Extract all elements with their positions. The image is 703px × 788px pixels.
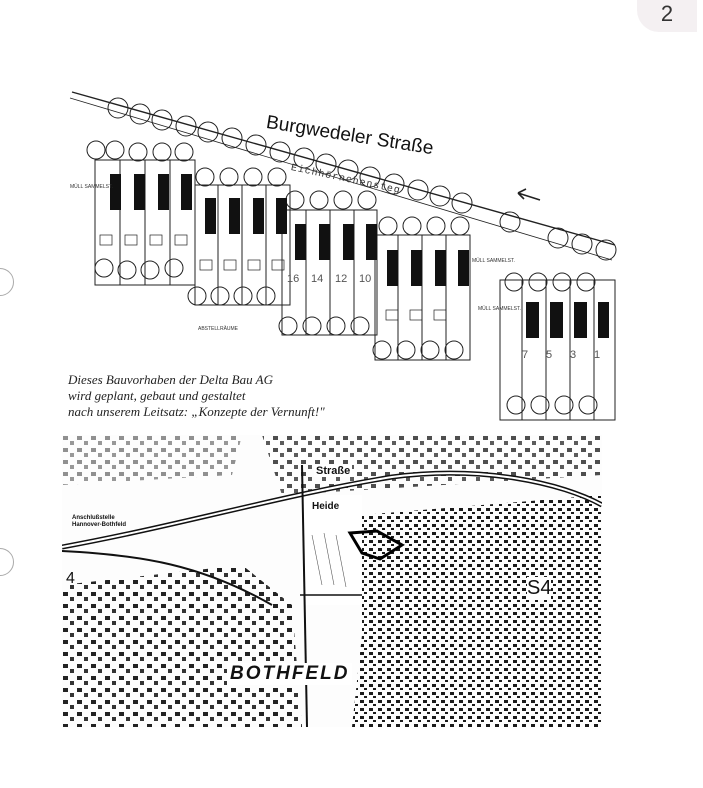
house-number: 14	[311, 273, 323, 285]
caption-line: Dieses Bauvorhaben der Delta Bau AG	[68, 372, 273, 387]
location-map: Anschlußstelle Hannover-Bothfeld Straße …	[62, 435, 602, 727]
map-drawing	[62, 435, 602, 727]
caption-line: wird geplant, gebaut und gestaltet	[68, 388, 246, 403]
site-plan-drawing: 16 14 12 10 7 5 3 1 MÜLL SAMMELST. MÜLL …	[69, 91, 617, 421]
house-number: 10	[359, 273, 371, 285]
house-number: 12	[335, 273, 347, 285]
junction-label: Anschlußstelle Hannover-Bothfeld	[72, 515, 126, 528]
waste-point-label: MÜLL SAMMELST.	[478, 305, 521, 312]
waste-point-label: MÜLL SAMMELST.	[70, 183, 113, 190]
house-number: 3	[570, 349, 576, 361]
grid-reference-left: 4	[66, 570, 75, 587]
heide-label: Heide	[310, 501, 342, 512]
punch-hole	[0, 548, 14, 576]
house-number: 5	[546, 349, 552, 361]
house-number: 1	[594, 349, 600, 361]
caption-line: nach unserem Leitsatz: „Konzepte der Ver…	[68, 404, 325, 419]
district-label: BOTHFELD	[227, 663, 353, 685]
caption: Dieses Bauvorhaben der Delta Bau AG wird…	[68, 372, 325, 420]
page-number: 2	[637, 0, 697, 32]
house-number: 16	[287, 273, 299, 285]
grid-reference-right: S4	[527, 577, 552, 600]
waste-point-label: MÜLL SAMMELST.	[472, 257, 515, 264]
storage-label: ABSTELLRÄUME	[198, 325, 239, 332]
house-number: 7	[522, 349, 528, 361]
street-label: Straße	[314, 465, 353, 477]
